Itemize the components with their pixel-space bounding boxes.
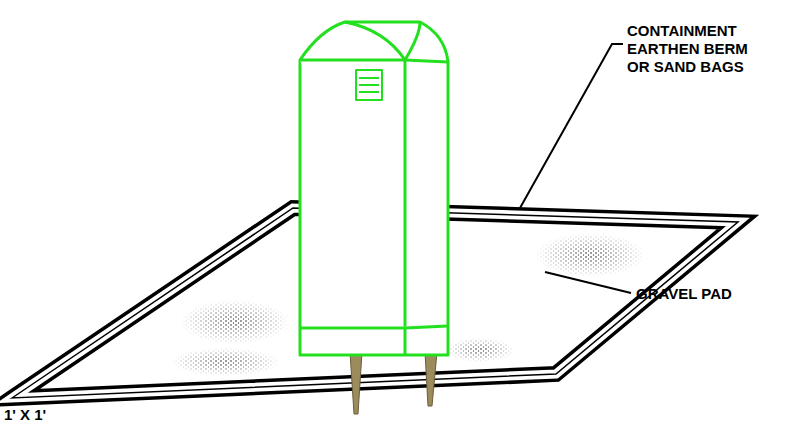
dimension-label: 1' X 1' <box>4 406 94 424</box>
leader-line <box>545 272 631 293</box>
berm-label: CONTAINMENT EARTHEN BERM OR SAND BAGS <box>627 22 757 76</box>
leg <box>350 352 362 414</box>
equipment-cabinet <box>300 22 448 355</box>
gravel-label: GRAVEL PAD <box>636 285 776 303</box>
leg <box>425 352 437 406</box>
leader-line <box>520 44 623 208</box>
